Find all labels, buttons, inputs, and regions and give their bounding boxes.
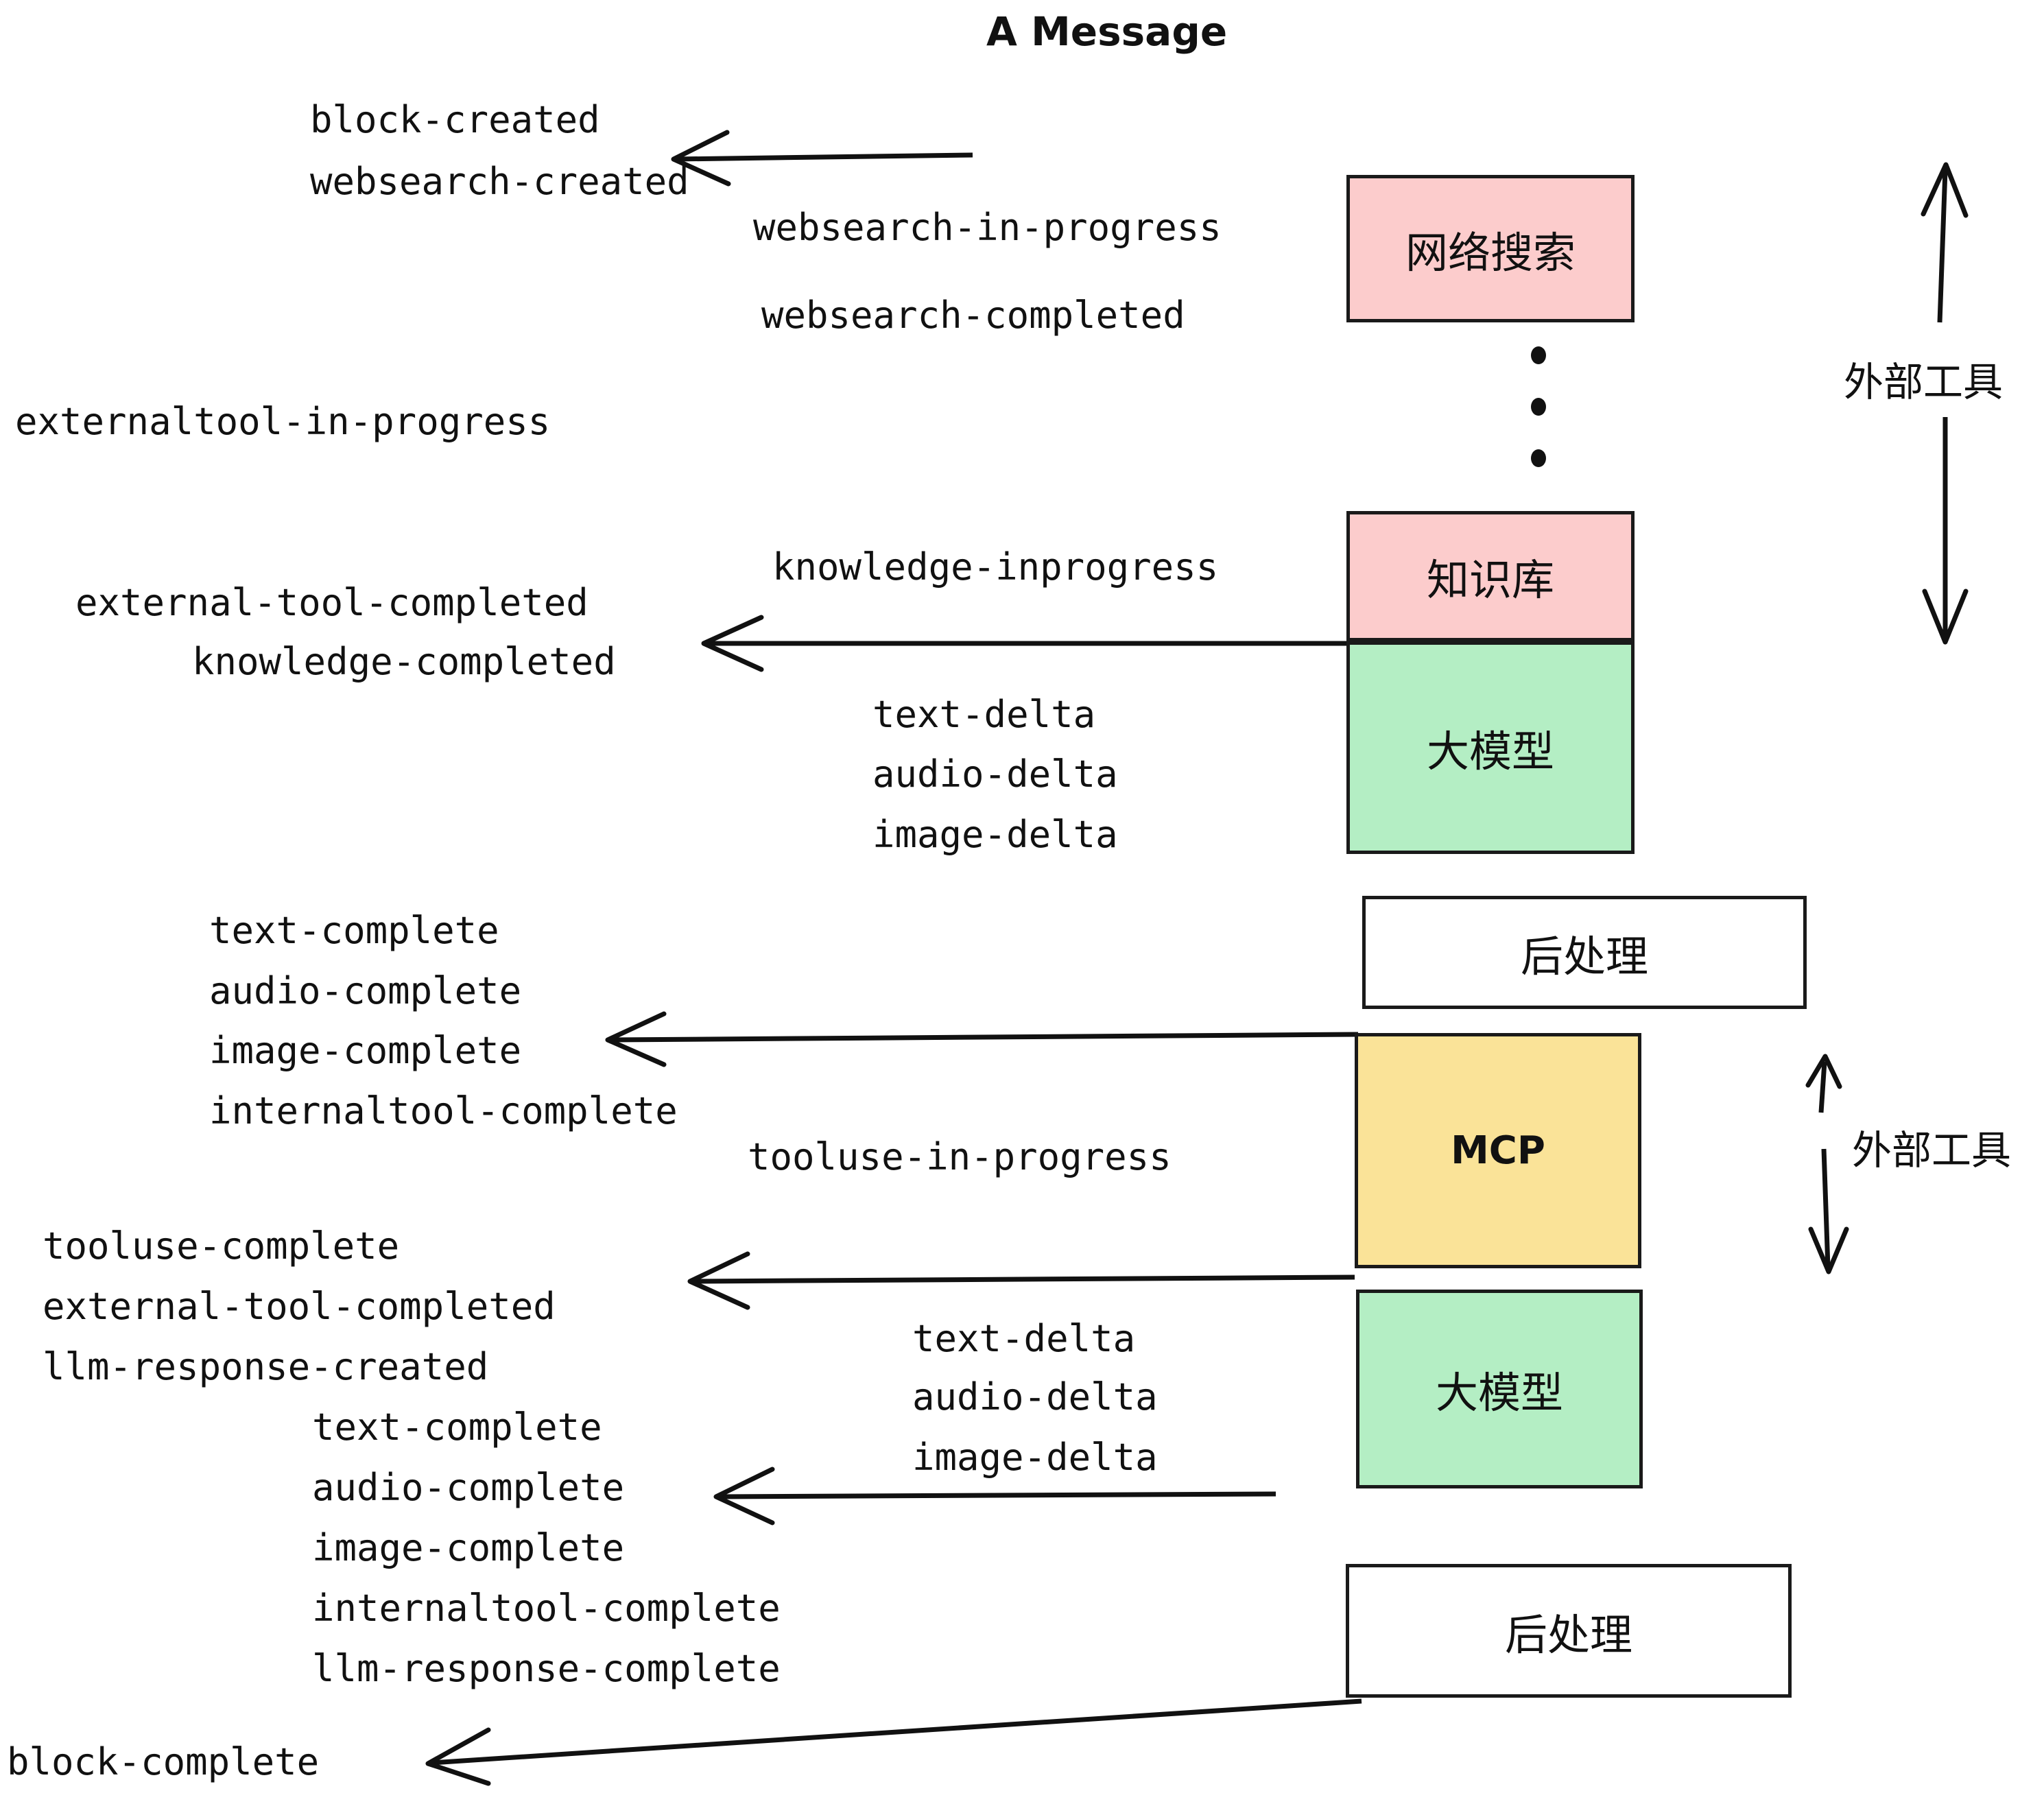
box-websearch[interactable]: 网络搜索 bbox=[1346, 175, 1635, 322]
ellipsis-dot bbox=[1531, 449, 1546, 467]
event-tooluse-complete: tooluse-complete bbox=[43, 1224, 400, 1268]
box-postprocess-1-label: 后处理 bbox=[1520, 931, 1648, 982]
event-audio-delta-2: audio-delta bbox=[912, 1375, 1158, 1419]
arrow-knowledge-to-completed bbox=[701, 615, 1357, 672]
event-image-delta-2: image-delta bbox=[912, 1436, 1158, 1479]
box-llm-2[interactable]: 大模型 bbox=[1356, 1290, 1643, 1488]
external-tools-label-top: 外部工具 bbox=[1844, 359, 2004, 405]
box-mcp[interactable]: MCP bbox=[1355, 1033, 1641, 1268]
event-audio-delta-1: audio-delta bbox=[872, 752, 1118, 796]
event-block-created: block-created bbox=[310, 98, 600, 141]
event-text-complete-2: text-complete bbox=[312, 1405, 602, 1449]
external-tools-label-bottom: 外部工具 bbox=[1852, 1127, 2012, 1174]
event-llm-response-complete: llm-response-complete bbox=[312, 1647, 781, 1690]
box-knowledge-label: 知识库 bbox=[1426, 555, 1554, 605]
event-image-delta-1: image-delta bbox=[872, 813, 1118, 856]
event-websearch-in-progress: websearch-in-progress bbox=[753, 206, 1222, 249]
event-external-tool-completed-2: external-tool-completed bbox=[43, 1285, 556, 1328]
box-postprocess-2-label: 后处理 bbox=[1504, 1609, 1632, 1660]
page-title: A Message bbox=[986, 8, 1228, 55]
event-internaltool-complete-2: internaltool-complete bbox=[312, 1587, 781, 1630]
event-knowledge-completed: knowledge-completed bbox=[192, 640, 616, 683]
event-websearch-created: websearch-created bbox=[310, 160, 689, 203]
event-block-complete: block-complete bbox=[7, 1740, 320, 1783]
box-llm-2-label: 大模型 bbox=[1435, 1368, 1563, 1418]
event-knowledge-inprogress: knowledge-inprogress bbox=[772, 545, 1219, 589]
external-tools-bottom-arrows bbox=[1805, 1054, 1849, 1274]
event-image-complete-2: image-complete bbox=[312, 1526, 625, 1569]
event-text-delta-2: text-delta bbox=[912, 1317, 1136, 1360]
event-externaltool-in-progress: externaltool-in-progress bbox=[15, 400, 551, 443]
event-image-complete-1: image-complete bbox=[209, 1029, 522, 1072]
arrow-mcp-to-tooluse-complete bbox=[687, 1251, 1355, 1310]
box-knowledge[interactable]: 知识库 bbox=[1346, 511, 1635, 641]
event-audio-complete-2: audio-complete bbox=[312, 1466, 625, 1509]
box-websearch-label: 网络搜索 bbox=[1405, 227, 1576, 278]
event-llm-response-created: llm-response-created bbox=[43, 1345, 489, 1388]
event-text-complete-1: text-complete bbox=[209, 909, 499, 952]
box-mcp-label: MCP bbox=[1451, 1128, 1545, 1173]
event-websearch-completed: websearch-completed bbox=[761, 294, 1185, 337]
arrow-postprocess-to-block-complete bbox=[425, 1698, 1362, 1786]
event-text-delta-1: text-delta bbox=[872, 693, 1096, 736]
event-audio-complete-1: audio-complete bbox=[209, 969, 522, 1012]
arrow-postprocess-to-image-complete bbox=[605, 1011, 1359, 1067]
ellipsis-dot bbox=[1531, 346, 1546, 364]
box-llm-1-label: 大模型 bbox=[1426, 726, 1554, 776]
box-postprocess-1[interactable]: 后处理 bbox=[1362, 896, 1807, 1009]
ellipsis-dot bbox=[1531, 398, 1546, 416]
event-internaltool-complete-1: internaltool-complete bbox=[209, 1089, 678, 1132]
event-tooluse-in-progress: tooluse-in-progress bbox=[748, 1135, 1172, 1178]
event-external-tool-completed-1: external-tool-completed bbox=[75, 581, 589, 624]
arrow-websearch-to-created bbox=[671, 130, 973, 187]
box-llm-1[interactable]: 大模型 bbox=[1346, 641, 1635, 854]
box-postprocess-2[interactable]: 后处理 bbox=[1346, 1564, 1792, 1698]
